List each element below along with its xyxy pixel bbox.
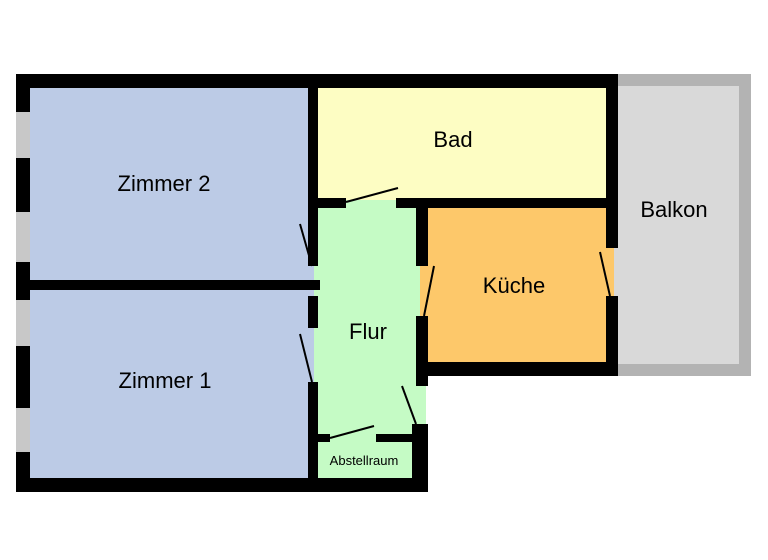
room-zimmer-1 [30, 286, 314, 478]
balkon-railing [614, 74, 751, 376]
wall-bottom [16, 478, 428, 492]
window-left-3 [16, 300, 30, 346]
wall-abstellraum-top-b [376, 434, 416, 442]
label-bad: Bad [433, 127, 472, 152]
label-kueche: Küche [483, 273, 545, 298]
label-balkon: Balkon [640, 197, 707, 222]
room-kueche [420, 206, 614, 364]
door-kueche [423, 265, 435, 317]
label-abstellraum: Abstellraum [330, 453, 399, 468]
label-zimmer-1: Zimmer 1 [119, 368, 212, 393]
wall-right-lower [606, 296, 618, 376]
wall-kueche-left-a [416, 206, 428, 266]
door-zimmer-1 [299, 333, 313, 383]
door-bad [345, 187, 399, 203]
label-flur: Flur [349, 319, 387, 344]
door-balkon [599, 251, 611, 297]
door-zimmer-2 [299, 223, 313, 267]
window-left-2 [16, 212, 30, 262]
wall-kueche-bottom [416, 362, 618, 376]
room-bad [314, 86, 614, 206]
room-flur [314, 200, 426, 428]
window-left-1 [16, 112, 30, 158]
room-zimmer-2 [30, 86, 314, 286]
wall-inner-left-c [308, 382, 318, 492]
wall-inner-left-a [308, 86, 318, 266]
label-zimmer-2: Zimmer 2 [118, 171, 211, 196]
wall-bad-bottom-b [396, 198, 618, 208]
wall-right-upper [606, 74, 618, 248]
wall-bad-bottom-a [314, 198, 346, 208]
wall-left [16, 74, 30, 492]
window-left-4 [16, 408, 30, 452]
wall-abstellraum-top-a [314, 434, 330, 442]
door-abstellraum [329, 425, 375, 439]
wall-zimmer-divider [30, 280, 320, 290]
wall-top [16, 74, 618, 88]
door-flur-exit [401, 385, 417, 425]
balkon-area [614, 74, 751, 376]
wall-inner-left-b [308, 296, 318, 328]
